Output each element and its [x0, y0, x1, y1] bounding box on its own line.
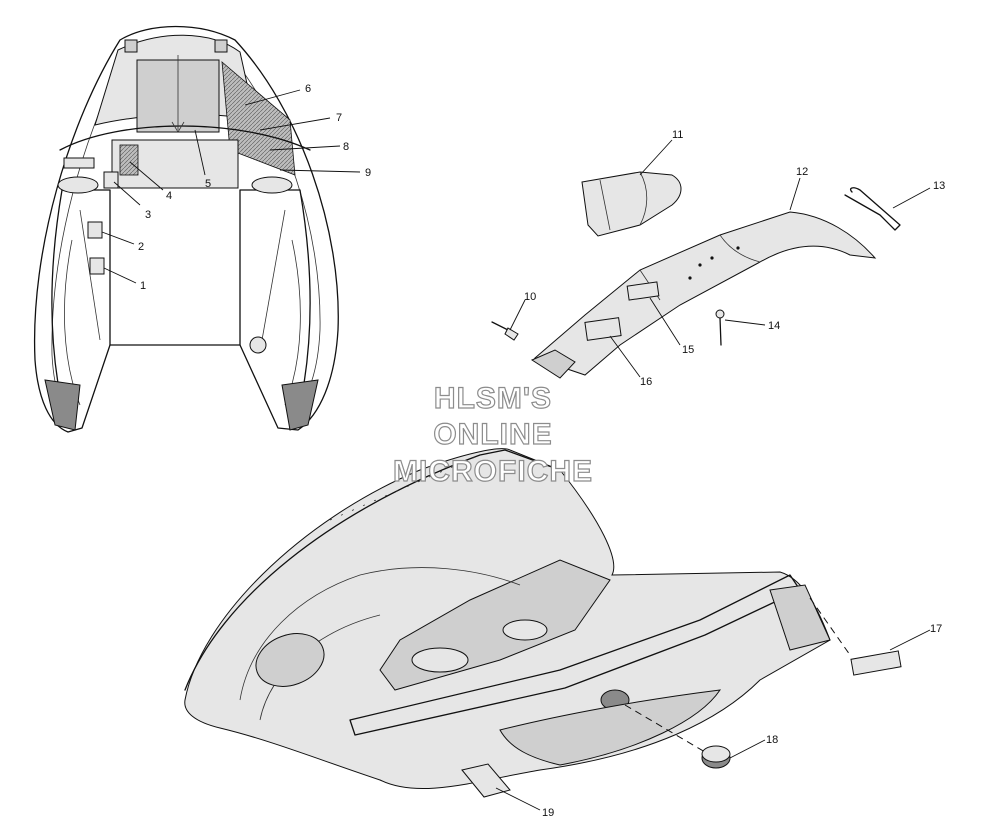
hull-footwell-left — [51, 189, 111, 396]
part-13-wire-clip — [844, 187, 901, 231]
callout-12: 12 — [796, 166, 808, 178]
callout-1: 1 — [140, 280, 146, 292]
callout-9: 9 — [365, 167, 371, 179]
hull-tab-left — [124, 39, 138, 53]
callout-4: 4 — [166, 190, 172, 202]
hull-left-rail — [64, 209, 101, 406]
hull-drain-fitting — [249, 336, 267, 354]
callout-18: 18 — [766, 734, 778, 746]
callout-19: 19 — [542, 807, 554, 819]
callout-5: 5 — [205, 178, 211, 190]
watermark: HLSM'S ONLINE MICROFICHE — [392, 381, 593, 488]
hull-tab-right — [214, 39, 228, 53]
callout-10: 10 — [524, 291, 536, 303]
part-4-pad — [119, 144, 139, 176]
callout-3: 3 — [145, 209, 151, 221]
hull-plate-rear — [63, 157, 95, 169]
hull-outer-shell — [33, 25, 339, 433]
hull-iso-view — [184, 448, 831, 790]
hull-iso-keel — [499, 689, 722, 766]
part-2-decal — [87, 221, 103, 239]
part-15-decal — [626, 281, 660, 301]
hull-center-arrows — [171, 55, 185, 133]
part-17-reflector — [850, 650, 902, 676]
part-14-pin — [715, 309, 725, 346]
callout-16: 16 — [640, 376, 652, 388]
leader-lines — [101, 89, 931, 811]
callout-8: 8 — [343, 141, 349, 153]
hull-right-rail — [261, 209, 301, 406]
part-3-decal — [103, 171, 119, 189]
hull-top-view — [33, 25, 339, 433]
part-10-rivet — [491, 321, 519, 341]
hull-storage-right — [251, 176, 293, 194]
callout-2: 2 — [138, 241, 144, 253]
part-16-decal — [584, 317, 622, 341]
part-12-cover-panel — [534, 211, 877, 376]
watermark-line-3: MICROFICHE — [393, 455, 593, 488]
hull-iso-gunwale — [184, 449, 561, 691]
part-18-plug — [701, 745, 731, 769]
watermark-line-1: HLSM'S — [434, 382, 552, 415]
callout-11: 11 — [672, 129, 683, 141]
callout-6: 6 — [305, 83, 311, 95]
watermark-line-2: ONLINE — [433, 418, 552, 451]
hull-storage-left — [57, 176, 99, 194]
hull-stern-right — [281, 379, 319, 431]
hull-stern-left — [44, 379, 81, 431]
hull-iso-hole-2 — [502, 619, 548, 641]
assembly-line-18 — [624, 704, 706, 753]
callout-labels: 1 2 3 4 5 6 7 8 9 10 11 12 13 14 15 16 1… — [138, 83, 945, 819]
callout-15: 15 — [682, 344, 694, 356]
callout-7: 7 — [336, 112, 342, 124]
hull-iso-hole-1 — [411, 647, 469, 673]
callout-17: 17 — [930, 623, 942, 635]
part-11-cover — [581, 171, 682, 237]
hull-iso-recess — [255, 633, 325, 687]
hull-iso-side-panel — [769, 584, 831, 651]
part-1-decal — [89, 257, 105, 275]
callout-14: 14 — [768, 320, 780, 332]
callout-13: 13 — [933, 180, 945, 192]
hull-hatch-side — [221, 61, 296, 176]
part-16-plate — [530, 349, 576, 379]
